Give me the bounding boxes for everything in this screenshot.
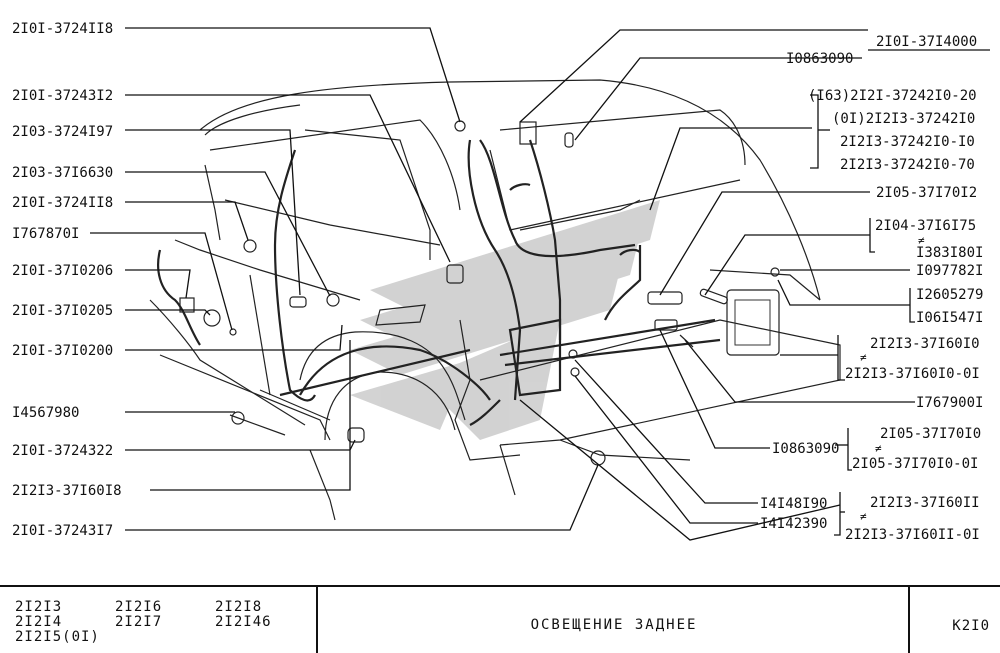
sheet-title-cell: ОСВЕЩЕНИЕ ЗАДНЕЕ <box>318 587 910 653</box>
left-labels: 2I0I-3724II8 2I0I-37243I2 2I03-3724I97 2… <box>12 21 122 539</box>
label-r8b: 2I2I3-37I60I0-0I <box>845 366 980 382</box>
label-r14a: 2I2I3-37I60II <box>870 495 980 511</box>
title-block: 2I2I3 2I2I6 2I2I8 2I2I4 2I2I7 2I2I46 2I2… <box>0 585 1000 653</box>
neq-r14: ≠ <box>860 510 867 523</box>
label-r12: I4I48I90 <box>760 496 827 512</box>
label-left-11: 2I2I3-37I60I8 <box>12 483 122 499</box>
model-code: 2I2I46 <box>215 614 272 630</box>
model-code: 2I2I8 <box>215 599 263 615</box>
label-left-4: 2I0I-3724II8 <box>12 195 113 211</box>
door-lamp <box>446 264 464 284</box>
label-r6: I097782I <box>916 263 983 279</box>
label-r11a: 2I05-37I70I0 <box>880 426 981 442</box>
leader-lines <box>90 27 990 541</box>
label-r14b: 2I2I3-37I60II-0I <box>845 527 980 543</box>
label-left-7: 2I0I-37I0205 <box>12 303 113 319</box>
grommet-left <box>243 239 257 253</box>
model-code: 2I2I6 <box>115 599 163 615</box>
neq-r5: ≠ <box>918 234 925 247</box>
label-left-0: 2I0I-3724II8 <box>12 21 113 37</box>
label-r7a: I2605279 <box>916 287 983 303</box>
sheet-code: К2I0 <box>952 618 990 634</box>
model-code: 2I2I5(0I) <box>15 629 100 645</box>
label-r5a: 2I04-37I6I75 <box>875 218 976 234</box>
screw-small <box>229 328 237 336</box>
label-r7b: I06I547I <box>916 310 983 326</box>
label-left-8: 2I0I-37I0200 <box>12 343 113 359</box>
label-r3a: (I63)2I2I-37242I0-20 <box>808 88 977 104</box>
label-r8a: 2I2I3-37I60I0 <box>870 336 980 352</box>
label-left-5: I767870I <box>12 226 79 242</box>
connector-left <box>179 297 195 313</box>
wheel-arch-connector <box>347 427 365 443</box>
clip-strip <box>229 414 286 436</box>
label-r13: I4I42390 <box>760 516 827 532</box>
neq-r8: ≠ <box>860 351 867 364</box>
model-code: 2I2I4 <box>15 614 63 630</box>
screw-b <box>570 367 580 377</box>
label-r10: I0863090 <box>772 441 839 457</box>
neq-r11: ≠ <box>875 442 882 455</box>
grommet-mid <box>326 293 340 307</box>
label-r9: I767900I <box>916 395 983 411</box>
label-r11b: 2I05-37I70I0-0I <box>852 456 978 472</box>
label-left-9: I4567980 <box>12 405 79 421</box>
grommet-top <box>454 120 466 132</box>
interior-lamp <box>519 121 537 145</box>
wiring-harness <box>157 139 721 426</box>
label-left-3: 2I03-37I6630 <box>12 165 113 181</box>
label-r5b: I383I80I <box>916 245 983 261</box>
label-r3d: 2I2I3-37242I0-70 <box>840 157 975 173</box>
watermark-logo <box>350 200 660 440</box>
sheet-title: ОСВЕЩЕНИЕ ЗАДНЕЕ <box>530 617 698 633</box>
label-left-2: 2I03-3724I97 <box>12 124 113 140</box>
label-left-10: 2I0I-3724322 <box>12 443 113 459</box>
label-left-12: 2I0I-37243I7 <box>12 523 113 539</box>
right-labels: 2I0I-37I4000 I0863090 (I63)2I2I-37242I0-… <box>760 34 983 543</box>
label-r4: 2I05-37I70I2 <box>876 185 977 201</box>
license-lamp-lower <box>654 319 678 331</box>
label-r1: 2I0I-37I4000 <box>876 34 977 50</box>
connector-round <box>203 309 221 327</box>
bulb <box>564 132 574 148</box>
model-code: 2I2I7 <box>115 614 163 630</box>
label-r2: I0863090 <box>786 51 853 67</box>
label-left-6: 2I0I-37I0206 <box>12 263 113 279</box>
screw-a <box>568 349 578 359</box>
rear-lamp-housing <box>726 289 780 356</box>
sheet-code-cell: К2I0 <box>910 587 1000 653</box>
grommet-bottom <box>590 450 606 466</box>
model-code: 2I2I3 <box>15 599 63 615</box>
door-switch <box>289 296 307 308</box>
license-lamp <box>647 291 683 305</box>
label-r3c: 2I2I3-37242I0-I0 <box>840 134 975 150</box>
label-r3b: (0I)2I2I3-37242I0 <box>832 111 975 127</box>
model-list: 2I2I3 2I2I6 2I2I8 2I2I4 2I2I7 2I2I46 2I2… <box>0 587 318 653</box>
parts-diagram: 2I0I-3724II8 2I0I-37243I2 2I03-3724I97 2… <box>12 21 990 543</box>
nut <box>770 267 780 277</box>
clip-head <box>231 411 245 425</box>
label-left-1: 2I0I-37243I2 <box>12 88 113 104</box>
pin <box>699 288 728 305</box>
